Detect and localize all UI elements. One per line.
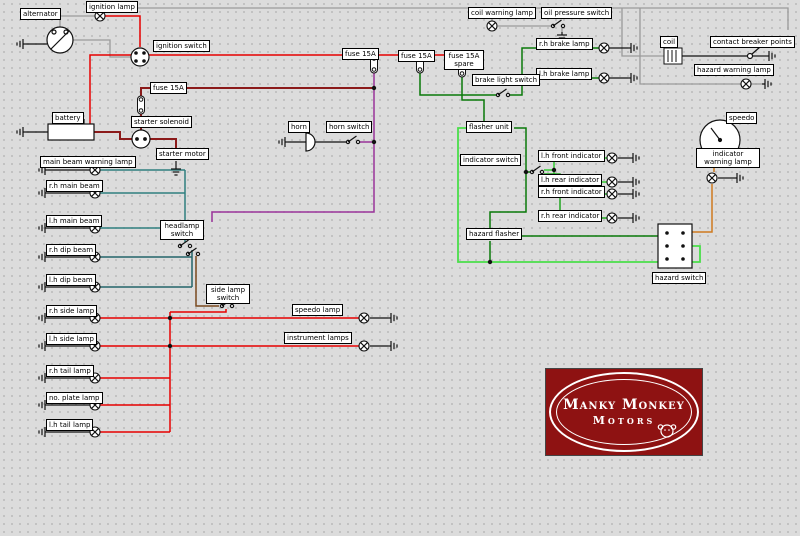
hazard-switch-icon [657, 223, 693, 269]
label-rh-brake-lamp: r.h brake lamp [536, 38, 593, 50]
label-main-beam-warning-lamp: main beam warning lamp [40, 156, 136, 168]
ignition-switch-icon [130, 47, 150, 67]
lamp-icon [706, 172, 718, 184]
ground-icon [387, 312, 398, 324]
lamp-icon [740, 78, 752, 90]
brake-light-switch-icon [495, 88, 511, 98]
label-fuse-15a-2: fuse 15A [398, 50, 435, 62]
label-horn: horn [288, 121, 310, 133]
label-indicator-warning-lamp: indicator warning lamp [696, 148, 760, 168]
lamp-icon [606, 152, 618, 164]
label-coil-warning-lamp: coil warning lamp [468, 7, 536, 19]
ground-icon [627, 42, 638, 54]
label-lh-dip-beam: l.h dip beam [46, 274, 96, 286]
ground-icon [629, 152, 640, 164]
horn-icon [305, 132, 316, 152]
label-lh-front-indicator: l.h front indicator [538, 150, 605, 162]
lamp-icon [598, 42, 610, 54]
label-coil: coil [660, 36, 679, 48]
label-lh-side-lamp: l.h side lamp [46, 333, 97, 345]
label-rh-dip-beam: r.h dip beam [46, 244, 97, 256]
label-lh-rear-indicator: l.h rear indicator [538, 174, 603, 186]
label-lh-brake-lamp: l.h brake lamp [536, 68, 593, 80]
label-flasher-unit: flasher unit [466, 121, 512, 133]
label-starter-solenoid: starter solenoid [131, 116, 193, 128]
label-hazard-warning-lamp: hazard warning lamp [694, 64, 774, 76]
wires-teal-dip-beam [100, 250, 193, 288]
label-fuse-15a-1: fuse 15A [342, 48, 379, 60]
label-fuse-15a-spare: fuse 15A spare [444, 50, 484, 70]
contact-breaker-icon [746, 46, 761, 60]
wires-brown [195, 256, 219, 307]
ground-icon [278, 136, 289, 148]
ground-icon [761, 78, 772, 90]
logo-title: Manky Monkey [563, 397, 685, 413]
wires-purple [211, 73, 375, 222]
label-starter-motor: starter motor [156, 148, 209, 160]
oil-pressure-switch-icon [550, 19, 566, 29]
horn-switch-icon [345, 135, 361, 145]
lamp-icon [606, 176, 618, 188]
label-headlamp-switch: headlamp switch [160, 220, 204, 240]
indicator-switch-icon [529, 165, 545, 175]
label-alternator: alternator [20, 8, 61, 20]
label-brake-light-switch: brake light switch [472, 74, 541, 86]
ground-icon [16, 126, 27, 138]
monkey-icon [657, 424, 677, 438]
ground-icon [627, 72, 638, 84]
alternator-icon [46, 26, 74, 54]
logo-manky-monkey-motors: Manky Monkey Motors [545, 368, 703, 456]
ground-icon [629, 212, 640, 224]
label-side-lamp-switch: side lamp switch [206, 284, 250, 304]
label-ignition-switch: ignition switch [153, 40, 210, 52]
lamp-icon [486, 20, 498, 32]
lamp-icon [606, 212, 618, 224]
battery-icon [47, 123, 95, 141]
label-battery: battery [52, 112, 84, 124]
wires-green-hazard-loop [457, 127, 701, 263]
headlamp-switch-icon [185, 247, 201, 257]
label-rh-side-lamp: r.h side lamp [46, 305, 98, 317]
label-rh-rear-indicator: r.h rear indicator [538, 210, 603, 222]
starter-solenoid-icon [131, 129, 151, 149]
label-hazard-switch: hazard switch [652, 272, 707, 284]
logo-oval: Manky Monkey Motors [549, 372, 699, 452]
label-oil-pressure-switch: oil pressure switch [541, 7, 613, 19]
label-lh-tail-lamp: l.h tail lamp [46, 419, 94, 431]
label-indicator-switch: indicator switch [460, 154, 522, 166]
ground-icon [387, 340, 398, 352]
wires-orange [692, 160, 715, 233]
label-no-plate-lamp: no. plate lamp [46, 392, 103, 404]
lamp-icon [358, 340, 370, 352]
label-speedo-lamp: speedo lamp [292, 304, 344, 316]
label-ignition-lamp: ignition lamp [86, 1, 138, 13]
ground-icon [765, 50, 776, 62]
label-rh-tail-lamp: r.h tail lamp [46, 365, 94, 377]
fuse-icon [137, 95, 145, 115]
ground-icon [629, 176, 640, 188]
label-contact-breaker-points: contact breaker points [710, 36, 795, 48]
ground-icon [629, 188, 640, 200]
ground-icon [16, 38, 27, 50]
coil-icon [663, 47, 683, 65]
lamp-icon [358, 312, 370, 324]
label-rh-front-indicator: r.h front indicator [538, 186, 605, 198]
label-lh-main-beam: l.h main beam [46, 215, 103, 227]
wires-red [89, 15, 463, 433]
label-hazard-flasher: hazard flasher [466, 228, 523, 240]
label-instrument-lamps: instrument lamps [284, 332, 352, 344]
label-fuse-15a-3: fuse 15A [150, 82, 187, 94]
wires-black-ground [26, 43, 766, 433]
label-speedo: speedo [726, 112, 758, 124]
lamp-icon [606, 188, 618, 200]
lamp-icon [598, 72, 610, 84]
logo-subtitle: Motors [592, 414, 656, 427]
label-horn-switch: horn switch [326, 121, 373, 133]
label-rh-main-beam: r.h main beam [46, 180, 103, 192]
ground-icon [733, 172, 744, 184]
